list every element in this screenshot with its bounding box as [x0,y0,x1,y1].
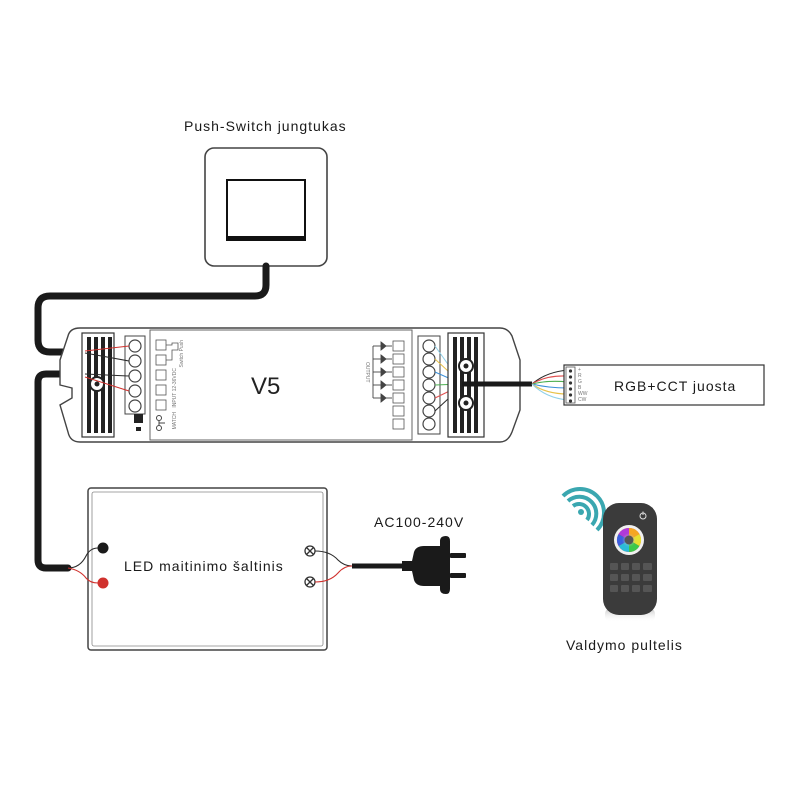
output-terminal-labels [392,340,405,430]
strip-pin-label: G [578,379,582,385]
strip-pin-label: B [578,385,582,391]
remote-buttons[interactable] [610,563,652,592]
strip-pin-label: CW [578,397,587,403]
power-input-mark: INPUT 12-36VDC [172,368,178,408]
strip-fan-wires [531,369,569,401]
led-strip-label: RGB+CCT juosta [614,378,737,394]
output-led-icons [372,341,392,403]
remote-control[interactable] [603,503,657,622]
strip-pin-label: + [578,367,581,373]
strip-pin-label: WW [578,391,588,397]
output-terminal-block [417,335,441,435]
push-switch[interactable] [204,147,328,267]
psu-dc-cable [34,370,122,572]
push-switch-label: Push-Switch jungtukas [184,118,347,134]
psu-dc-wires [67,547,99,584]
ac-plug-icon [402,536,466,594]
switch-input-mark: Switch Push [179,340,185,368]
remote-power-icon[interactable] [639,511,647,520]
controller-v5[interactable] [59,327,521,443]
wifi-signal-icon [561,486,607,532]
rgbcct-led-strip[interactable] [563,364,765,406]
ac-input-label: AC100-240V [374,514,465,530]
color-wheel[interactable] [614,525,644,555]
input-wires [84,345,130,392]
match-button[interactable] [134,414,143,431]
led-power-supply[interactable] [87,487,328,651]
power-supply-label: LED maitinimo šaltinis [124,558,284,574]
output-mark: OUTPUT [364,362,370,383]
ac-terminal-icons [304,545,316,588]
ac-wires [314,550,353,583]
strip-pin-label: R [578,373,582,379]
input-terminal-block [124,335,146,415]
match-mark: MATCH [172,412,178,430]
input-terminal-labels [155,339,179,411]
controller-model-label: V5 [251,373,281,400]
switch-cable [34,262,270,356]
match-symbol-icon [156,415,165,431]
remote-label: Valdymo pultelis [566,637,683,653]
